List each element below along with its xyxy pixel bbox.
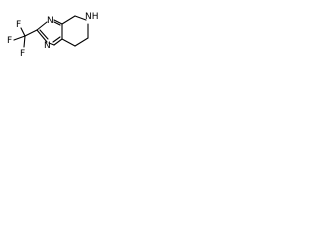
bond-c8a-c8	[61, 15, 76, 25]
bond-n1-c8a-a	[53, 19, 63, 25]
bond-cf-top	[20, 27, 26, 37]
bond-c2-n1	[36, 21, 48, 31]
atom-label-nitrogen-top: N	[47, 16, 54, 26]
atom-label-nitrogen-bottom: N	[44, 41, 51, 51]
bond-c8-n7	[74, 15, 87, 21]
chemical-structure-canvas: F F F N N NH	[0, 0, 120, 68]
atom-label-fluorine-left: F	[7, 36, 12, 46]
bond-c4a-c4-a	[53, 38, 63, 46]
bond-c2-n3-b	[39, 29, 49, 40]
bond-cf3-ring	[24, 29, 38, 37]
atom-label-fluorine-top: F	[16, 20, 21, 30]
bond-c4-n3	[48, 42, 55, 46]
bond-c5-c4a	[61, 38, 76, 47]
bond-n1-c8a-b	[53, 21, 61, 26]
bond-cf-left	[13, 35, 26, 41]
atom-label-nh: NH	[85, 12, 99, 22]
bond-c6-c5	[74, 37, 89, 47]
bond-c4a-c4-b	[52, 36, 61, 43]
atom-label-fluorine-bottom: F	[20, 49, 25, 59]
bond-cf-bottom	[23, 35, 26, 48]
molecule-drawing: F F F N N NH	[7, 12, 99, 59]
bond-c2-n3-a	[36, 29, 48, 43]
